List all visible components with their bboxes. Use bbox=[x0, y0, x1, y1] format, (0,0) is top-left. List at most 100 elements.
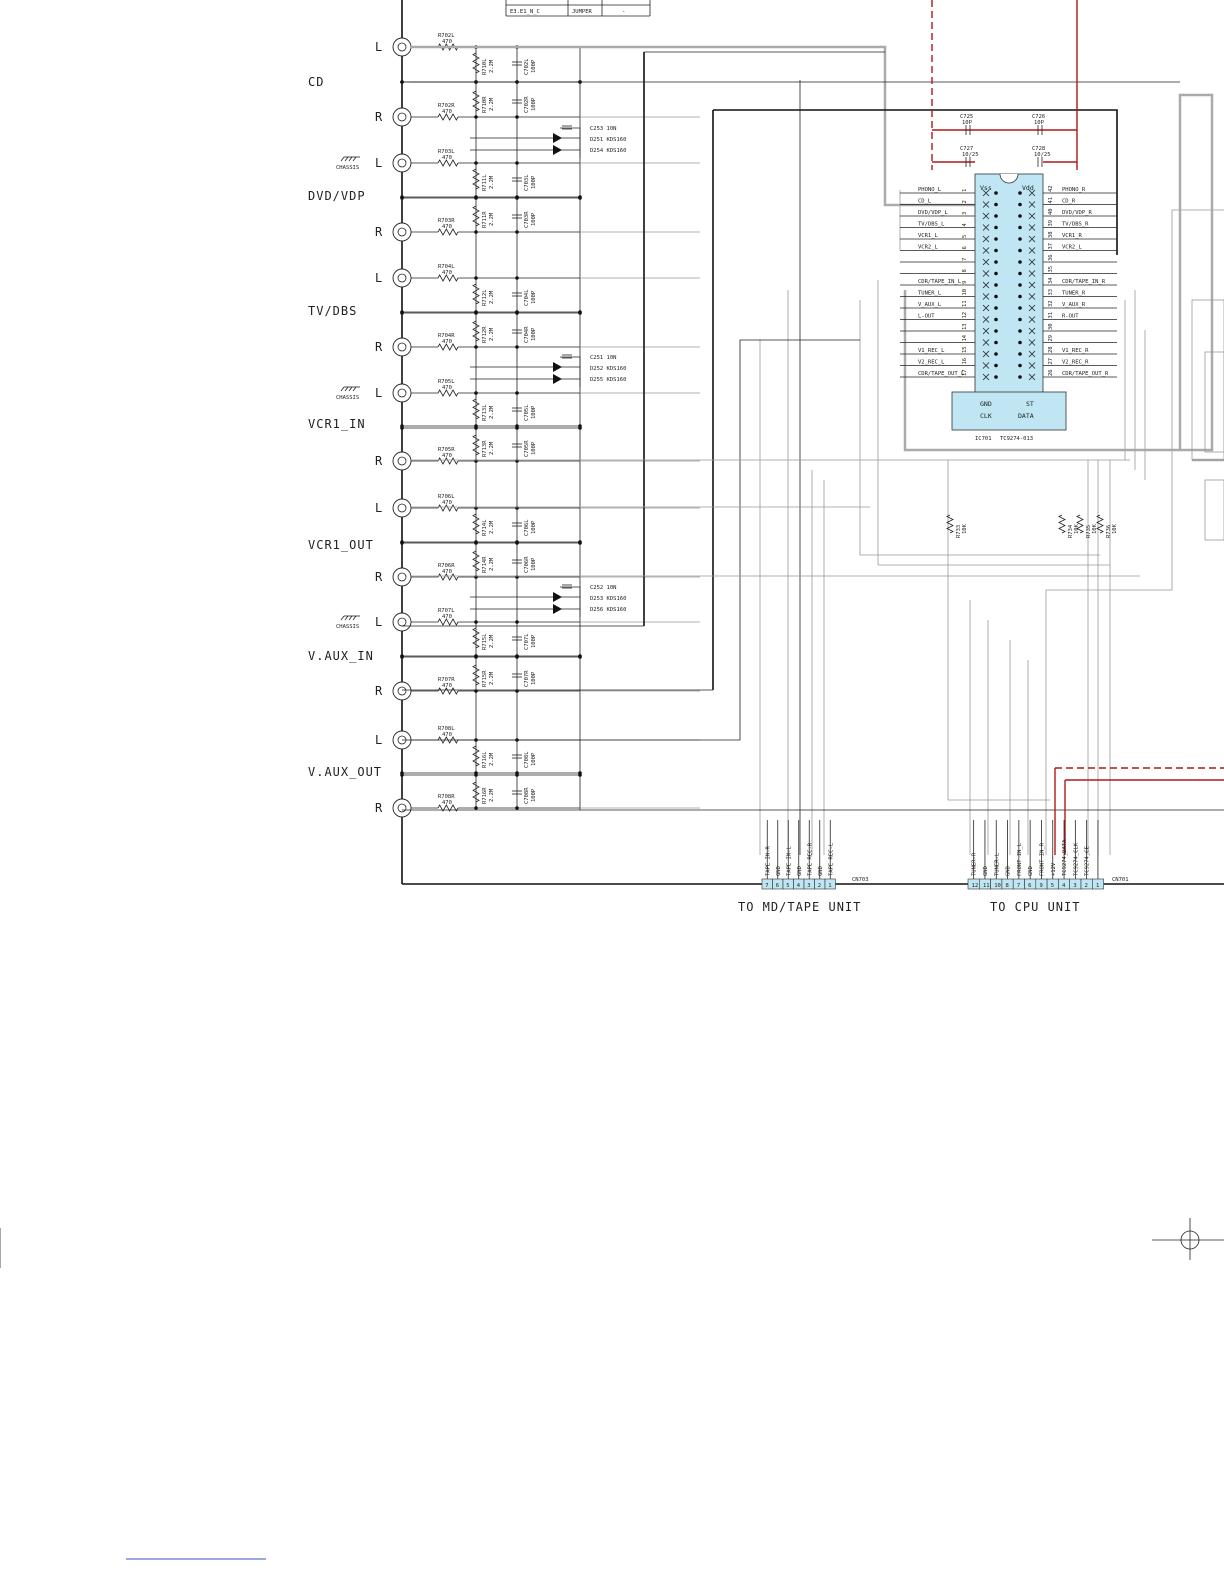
resistor-value: 2.2M bbox=[489, 520, 495, 534]
capacitor-ref: C706L bbox=[524, 519, 530, 536]
ic-right-pin-label: PHONO_R bbox=[1062, 187, 1086, 193]
ic-pin-number: 8 bbox=[962, 269, 968, 272]
resistor-ref: R710R bbox=[482, 96, 488, 113]
ic-right-pin-label: VCR1_R bbox=[1062, 233, 1083, 239]
ic-right-pin-label: DVD/VDP_R bbox=[1062, 210, 1092, 216]
resistor-icon bbox=[472, 550, 480, 572]
resistor-icon bbox=[472, 283, 480, 305]
channel-label: R bbox=[375, 110, 383, 124]
pullup-value: 10K bbox=[1112, 523, 1118, 534]
resistor-value: 470 bbox=[442, 614, 452, 620]
switch-icon bbox=[1028, 327, 1036, 335]
capacitor-value: 100P bbox=[531, 405, 537, 419]
resistor-value: 2.2M bbox=[489, 752, 495, 766]
rca-jack-icon bbox=[392, 567, 412, 587]
junction-dot bbox=[474, 276, 478, 280]
junction-dot bbox=[474, 424, 478, 428]
channel-label: R bbox=[375, 340, 383, 354]
ic-right-pin-label: V1_REC_R bbox=[1062, 348, 1089, 354]
switch-icon bbox=[1028, 304, 1036, 312]
resistor-icon bbox=[472, 745, 480, 767]
junction-dot bbox=[994, 283, 998, 287]
rca-jack-icon bbox=[392, 337, 412, 357]
junction-dot bbox=[1018, 214, 1022, 218]
junction-dot bbox=[515, 276, 519, 280]
switch-icon bbox=[982, 189, 990, 197]
ic-pin-number: 11 bbox=[962, 300, 968, 307]
protection-diode-label: D255 KDS160 bbox=[590, 377, 626, 383]
resistor-value: 2.2M bbox=[489, 634, 495, 648]
ic-left-pin-label: TUNER_L bbox=[918, 291, 942, 297]
ic-pin-number: 16 bbox=[962, 358, 968, 365]
diode-icon bbox=[553, 133, 562, 143]
resistor-ref: R702R bbox=[438, 103, 455, 109]
resistor-value: 2.2M bbox=[489, 59, 495, 73]
resistor-ref: R714R bbox=[482, 556, 488, 573]
connector-pin-number: 5 bbox=[1051, 883, 1054, 889]
ic-right-pin-label: CDR/TAPE_OUT_R bbox=[1062, 371, 1109, 377]
protection-diode-label: D251 KDS160 bbox=[590, 137, 626, 143]
switch-icon bbox=[1028, 350, 1036, 358]
ic-pin-number: 38 bbox=[1048, 231, 1054, 238]
channel-label: L bbox=[375, 386, 383, 400]
input-group-label: V.AUX_OUT bbox=[308, 765, 382, 779]
switch-icon bbox=[982, 224, 990, 231]
junction-dot bbox=[994, 237, 998, 241]
connector-pin-number: 8 bbox=[1006, 883, 1009, 889]
pullup-ref: R735 bbox=[1086, 525, 1092, 538]
switch-icon bbox=[982, 258, 990, 266]
junction-dot bbox=[400, 80, 404, 84]
junction-dot bbox=[400, 540, 404, 544]
connector-pin-label: TAPE REC-L bbox=[828, 842, 834, 876]
capacitor-value: 100P bbox=[531, 59, 537, 73]
capacitor-ref: C708R bbox=[524, 787, 530, 804]
connector-pin-label: TC9274_DATA bbox=[1062, 839, 1068, 876]
rca-jack-center bbox=[397, 42, 407, 52]
switch-icon bbox=[1028, 293, 1036, 300]
ic-pin-number: 2 bbox=[962, 200, 968, 203]
junction-dot bbox=[474, 345, 478, 349]
capacitor-value: 100P bbox=[531, 212, 537, 226]
ic-pin-number: 30 bbox=[1048, 323, 1054, 330]
switch-icon bbox=[982, 373, 990, 381]
junction-dot bbox=[1018, 248, 1022, 253]
protection-diode-label: D252 KDS160 bbox=[590, 366, 626, 372]
resistor-ref: R715R bbox=[482, 670, 488, 687]
junction-dot bbox=[1018, 317, 1022, 322]
resistor-value: 470 bbox=[442, 39, 452, 45]
ic-left-pin-label: TV/DBS_L bbox=[918, 222, 945, 228]
resistor-value: 470 bbox=[442, 224, 452, 230]
capacitor-ref: C702R bbox=[524, 96, 530, 113]
resistor-icon bbox=[472, 434, 480, 456]
junction-dot bbox=[474, 620, 478, 624]
capacitor-ref: C703R bbox=[524, 211, 530, 228]
ic-pin-number: 14 bbox=[962, 334, 968, 341]
ic-right-pin-label: CDR/TAPE_IN_R bbox=[1062, 279, 1106, 285]
capacitor-ref: C707R bbox=[524, 670, 530, 687]
channel-label: L bbox=[375, 156, 383, 170]
resistor-ref: R710L bbox=[482, 58, 488, 75]
capacitor-value: 100P bbox=[531, 752, 537, 766]
capacitor-ref: C706R bbox=[524, 556, 530, 573]
resistor-value: 2.2M bbox=[489, 327, 495, 341]
resistor-icon bbox=[472, 513, 480, 535]
switch-icon bbox=[1028, 373, 1036, 381]
chassis-label: CHASSIS bbox=[336, 165, 359, 171]
ic-pin-number: 29 bbox=[1048, 335, 1054, 342]
channel-label: R bbox=[375, 454, 383, 468]
resistor-ref: R703L bbox=[438, 149, 455, 155]
resistor-value: 2.2M bbox=[489, 175, 495, 189]
resistor-ref: R704L bbox=[438, 264, 455, 270]
ic-left-pin-label: DVD/VDP_L bbox=[918, 210, 948, 216]
resistor-value: 470 bbox=[442, 683, 452, 689]
junction-dot bbox=[578, 771, 582, 775]
